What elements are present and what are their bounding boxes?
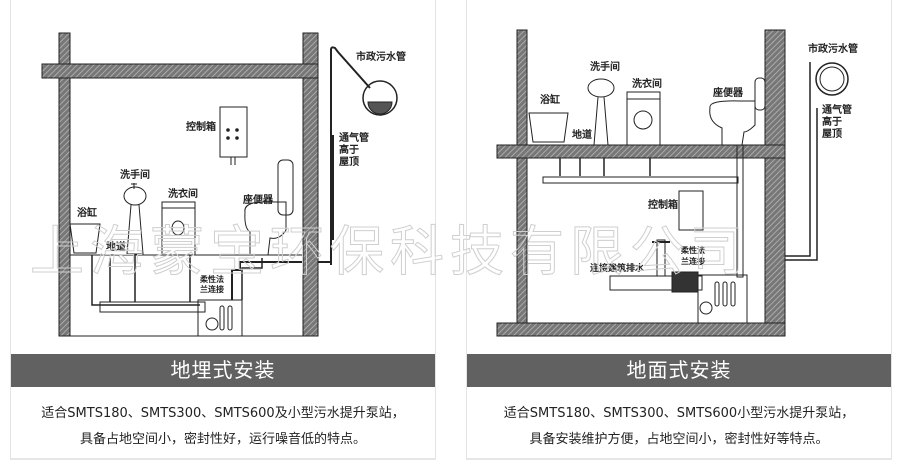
panel-title: 地埋式安装 [11, 354, 435, 387]
panel-description-line1: 适合SMTS180、SMTS300、SMTS600小型污水提升泵站， [503, 406, 855, 421]
bathtub-icon [69, 223, 101, 254]
wall-right [764, 29, 786, 324]
floor-labels: 市政污水管 控制箱 通气管 高于 屋顶 洗手间 洗衣间 座便器 浴缸 地道 柔性… [540, 42, 858, 274]
ceiling-beam [41, 63, 319, 79]
diagram-label: 地道 [106, 240, 126, 253]
diagram-label: 座便器 [712, 86, 744, 99]
wall-left [58, 32, 71, 337]
collection-pipe [542, 176, 739, 184]
diagram-label: 市政污水管 [808, 42, 858, 55]
diagram-label: 地道 [572, 128, 592, 141]
washing-machine-icon [626, 91, 661, 146]
wall-right [302, 32, 319, 337]
sink-icon [587, 78, 615, 98]
diagram-label: 市政污水管 [356, 50, 406, 63]
diagram-label: 通气管 [339, 131, 369, 144]
diagram-label: 高于 [339, 143, 359, 156]
diagram-label: 屋顶 [822, 128, 842, 140]
diagram-label: 屋顶 [339, 156, 359, 168]
control-box-icon [219, 106, 248, 158]
diagram-label: 洗手间 [120, 168, 150, 181]
diagram-label: 洗衣间 [632, 77, 662, 90]
municipal-sewer-icon [815, 62, 849, 96]
floor-install-diagram [496, 29, 849, 337]
sewage-level [367, 101, 393, 115]
diagram-label: 兰连接 [681, 256, 705, 266]
vent-pipe [330, 46, 371, 265]
panel-description-line2: 具备安装维护方便，占地空间小，密封性好等特点。 [529, 432, 829, 447]
buried-install-diagram [41, 32, 398, 337]
lifting-pump-icon [197, 299, 243, 337]
panel-buried-install: 地埋式安装 适合SMTS180、SMTS300、SMTS600及小型污水提升泵站… [10, 0, 436, 460]
panel-description-line1: 适合SMTS180、SMTS300、SMTS600及小型污水提升泵站， [41, 406, 405, 421]
diagram-label: 通气管 [822, 103, 852, 116]
vent-pipe [785, 62, 818, 261]
drain-pipes [559, 158, 651, 176]
toilet-icon [754, 77, 766, 111]
diagram-label: 兰连接 [200, 284, 224, 294]
installation-diagrams: 市政污水管 控制箱 通气管 高于 屋顶 洗手间 洗衣间 座便器 浴缸 地道 柔性… [30, 29, 858, 337]
diagram-label: 洗手间 [590, 60, 620, 73]
sink-icon [123, 186, 147, 206]
floor-slab [496, 144, 786, 159]
panel-description-line2: 具备占地空间小，密封性好，运行噪音低的特点。 [79, 432, 366, 447]
diagram-label: 柔性法 [680, 245, 705, 255]
control-box-icon [678, 190, 704, 231]
panel-floor-install: 地面式安装 适合SMTS180、SMTS300、SMTS600小型污水提升泵站，… [466, 0, 892, 460]
lifting-pump-icon [697, 274, 748, 324]
panel-title: 地面式安装 [467, 354, 891, 387]
building-drain-pipe [609, 275, 703, 291]
bathtub-icon [528, 112, 569, 143]
valve-icon [656, 239, 666, 277]
riser-pipe [736, 144, 744, 278]
ground-slab [496, 322, 786, 337]
collection-pipe [99, 301, 206, 313]
diagram-label: 洗衣间 [168, 187, 198, 200]
watermark: 上海蒙宝环保科技有限公司 [30, 220, 750, 283]
diagram-label: 连接建筑排水 [590, 262, 645, 274]
municipal-sewer-icon [362, 80, 398, 116]
washing-machine-icon [161, 201, 196, 256]
diagram-label: 浴缸 [540, 93, 560, 106]
diagram-label: 座便器 [242, 193, 274, 206]
diagram-label: 柔性法 [199, 274, 224, 284]
diagram-label: 高于 [822, 115, 842, 128]
diagram-label: 控制箱 [186, 120, 216, 133]
diagram-label: 控制箱 [648, 198, 678, 211]
drain-pipes [91, 255, 200, 306]
buried-labels: 市政污水管 控制箱 通气管 高于 屋顶 洗手间 洗衣间 座便器 浴缸 地道 柔性… [77, 50, 406, 294]
diagram-label: 浴缸 [77, 206, 97, 219]
